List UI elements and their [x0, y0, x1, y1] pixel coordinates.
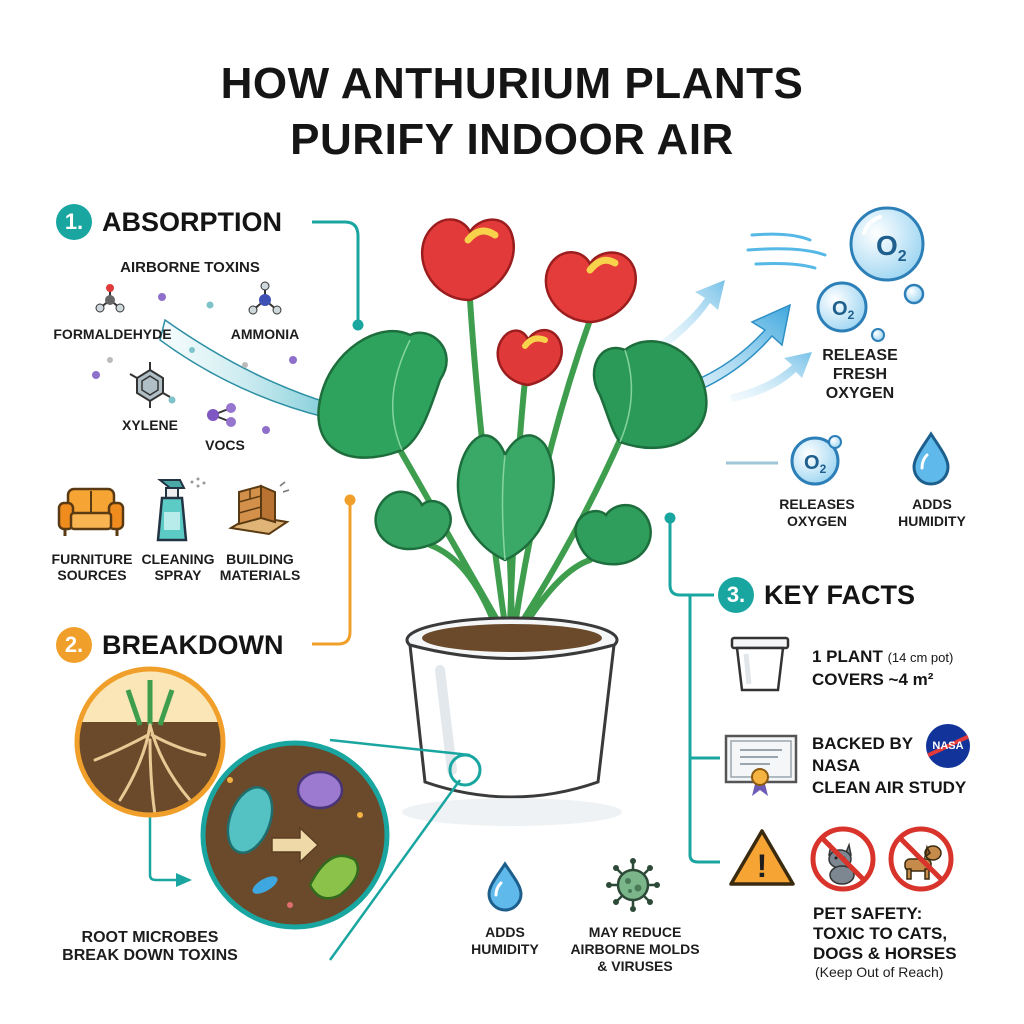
oxygen-bubble-icon: O2 [848, 205, 926, 283]
molecule-icon [248, 281, 282, 315]
certificate-icon [724, 734, 798, 796]
breakdown-title: BREAKDOWN [102, 629, 284, 660]
breakdown-heading: 2. BREAKDOWN [56, 627, 284, 663]
fact-nasa-line2: NASA [812, 756, 861, 775]
breakdown-connector [312, 505, 352, 646]
water-drop-icon [487, 861, 523, 912]
fact-pot-main: 1 PLANT [812, 647, 883, 666]
adds-humidity-top-line1: ADDS [912, 496, 952, 512]
zoom-line-top [329, 738, 471, 757]
roots-circle [74, 666, 226, 818]
bricks-icon [228, 481, 290, 536]
page-title-line1: HOW ANTHURIUM PLANTS [220, 59, 804, 108]
toxin-formaldehyde: FORMALDEHYDE [53, 326, 172, 342]
molecule-icon [207, 403, 236, 427]
spray-bottle-icon [156, 477, 206, 542]
oxygen-arrow-upper [655, 280, 725, 352]
toxin-particles [92, 293, 297, 434]
warning-icon: ! [729, 829, 795, 886]
breakdown-caption-line1: ROOT MICROBES [81, 929, 219, 946]
adds-humidity-bottom-line2: HUMIDITY [471, 941, 539, 957]
sofa-icon [57, 487, 125, 536]
molds-line2: AIRBORNE MOLDS [570, 941, 700, 957]
zoom-line-bottom [328, 779, 462, 961]
page-title-line2: PURIFY INDOOR AIR [290, 115, 734, 164]
plant-leaves [317, 329, 708, 566]
pet-safety-line2: TOXIC TO CATS, [813, 924, 948, 943]
molecule-icon [129, 362, 171, 408]
releases-oxygen-line2: OXYGEN [787, 513, 847, 529]
small-bubbles [903, 283, 925, 305]
svg-text:O2: O2 [876, 230, 907, 265]
oxygen-arrow-lower [730, 352, 812, 402]
keyfacts-connector-dot [664, 512, 676, 524]
toxin-vocs: VOCs [205, 437, 245, 453]
toxin-xylene: XYLENE [121, 417, 178, 433]
breakdown-caption-line2: BREAK DOWN TOXINS [62, 947, 238, 964]
fact-pot-line1: 1 PLANT (14 cm pot) [812, 646, 1012, 669]
adds-humidity-top-line2: HUMIDITY [898, 513, 966, 529]
keyfacts-badge: 3. [718, 577, 754, 613]
fact-pot-line2: COVERS ~4 m² [812, 670, 934, 689]
releases-oxygen-line1: RELEASES [779, 496, 855, 512]
pot-icon [730, 636, 790, 692]
source-cleaning: CLEANING SPRAY [141, 551, 215, 583]
release-fresh-line2: FRESH [832, 366, 888, 383]
nasa-logo-text: NASA [932, 740, 964, 752]
absorption-title: ABSORPTION [102, 206, 283, 237]
zoom-target [448, 753, 482, 787]
keyfacts-connector-branches [688, 595, 720, 864]
small-bubble [871, 328, 885, 342]
virus-icon [606, 858, 660, 912]
svg-text:O2: O2 [804, 452, 827, 476]
pet-safety-line1: PET SAFETY: [813, 904, 923, 923]
nasa-logo-icon: NASA [926, 724, 970, 768]
fact-nasa-line1: BACKED BY [812, 734, 914, 753]
toxin-ammonia: AMMONIA [230, 326, 300, 342]
pet-safety-line4: (Keep Out of Reach) [815, 964, 944, 980]
fact-nasa-line3: CLEAN AIR STUDY [812, 778, 967, 797]
roots-to-microbes-arrow [148, 800, 180, 882]
molds-line1: MAY REDUCE [588, 924, 682, 940]
wind-lines [746, 232, 827, 270]
no-cat-icon [810, 826, 876, 892]
oxygen-bubble-icon: O2 [815, 280, 869, 334]
release-fresh-line3: OXYGEN [825, 385, 895, 402]
breakdown-badge: 2. [56, 627, 92, 663]
source-building: BUILDING MATERIALS [219, 551, 301, 583]
keyfacts-title: KEY FACTS [764, 579, 916, 610]
no-dog-icon [888, 826, 954, 892]
absorption-heading: 1. ABSORPTION [56, 204, 282, 240]
breakdown-connector-dot [344, 494, 356, 506]
keyfacts-connector-top [668, 520, 714, 597]
absorption-connector [312, 220, 360, 322]
fact-pot-size: (14 cm pot) [887, 650, 954, 665]
release-fresh-line1: RELEASE [822, 347, 898, 364]
svg-text:O2: O2 [832, 298, 855, 322]
airborne-toxins-label: AIRBORNE TOXINS [120, 259, 260, 276]
pet-safety-line3: DOGS & HORSES [813, 944, 957, 963]
adds-humidity-bottom-line1: ADDS [485, 924, 525, 940]
source-furniture: FURNITURE SOURCES [51, 551, 133, 583]
microbes-circle [200, 740, 390, 930]
plant-pot [402, 616, 622, 826]
anthurium-flowers [420, 218, 637, 387]
oxygen-bubble-icon: O2 [788, 432, 844, 488]
molecule-icon [95, 284, 125, 313]
water-drop-icon [912, 431, 950, 486]
svg-text:!: ! [757, 848, 768, 884]
keyfacts-heading: 3. KEY FACTS [718, 577, 915, 613]
molds-line3: & VIRUSES [597, 958, 673, 974]
absorption-connector-dot [352, 319, 364, 331]
absorption-badge: 1. [56, 204, 92, 240]
